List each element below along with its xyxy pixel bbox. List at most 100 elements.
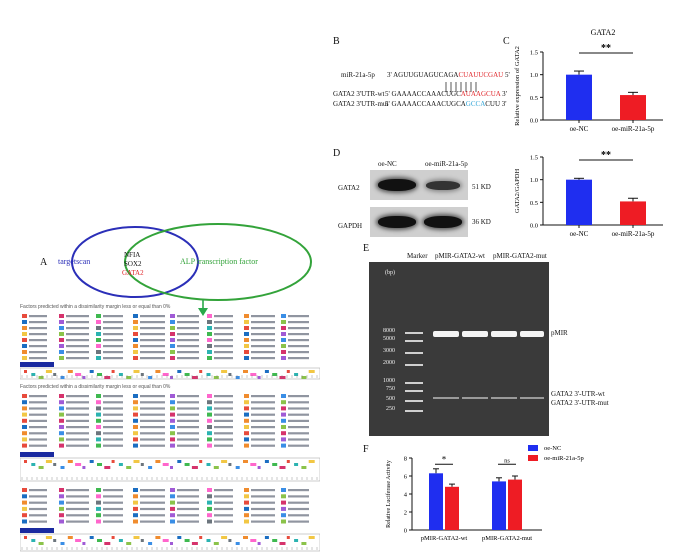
pmir-band (433, 331, 459, 337)
factor-swatch (133, 338, 138, 342)
factor-swatch (59, 314, 64, 318)
strip-segment (118, 539, 123, 542)
strip-segment (148, 376, 153, 379)
factor-swatch (207, 519, 212, 524)
factor-name-bar (103, 357, 123, 360)
factor-swatch (59, 519, 64, 524)
factor-swatch (59, 326, 64, 330)
factor-table-1 (22, 314, 309, 360)
factor-name-bar (140, 438, 165, 441)
factor-swatch (170, 320, 175, 324)
factor-swatch (133, 412, 138, 417)
strip-segment (38, 376, 44, 379)
factor-swatch (22, 338, 27, 342)
factor-swatch (59, 320, 64, 324)
factor-swatch (170, 394, 175, 398)
venn-left-label: targetscan (58, 257, 91, 266)
factor-swatch (133, 500, 138, 505)
mirna-seq-seed: CUAUUCGAU (458, 71, 504, 79)
bar (566, 179, 592, 225)
strip-segment (45, 536, 52, 539)
factor-name-bar (140, 489, 165, 492)
factor-name-bar (214, 345, 233, 348)
legend-label: oe-NC (544, 445, 561, 452)
factor-name-bar (177, 407, 199, 410)
factor-swatch (22, 356, 27, 360)
factor-name-bar (66, 333, 89, 336)
factor-name-bar (66, 413, 89, 416)
factor-name-bar (103, 401, 123, 404)
strip-segment (308, 536, 315, 539)
factor-name-bar (140, 419, 165, 422)
factor-name-bar (140, 501, 165, 504)
factor-name-bar (214, 489, 233, 492)
x-tick-label: oe-miR-21a-5p (612, 230, 655, 238)
factor-name-bar (140, 339, 165, 342)
band-label-wt: GATA2 3'-UTR-wt (551, 390, 605, 398)
factor-name-bar (66, 315, 89, 318)
factor-swatch (281, 356, 286, 360)
factor-swatch (22, 326, 27, 330)
factor-name-bar (214, 520, 233, 523)
strip-segment (140, 373, 144, 376)
strip-segment (272, 539, 278, 542)
strip-segment (279, 542, 286, 545)
factor-swatch (207, 488, 212, 492)
factor-name-bar (29, 407, 47, 410)
factor-swatch (281, 443, 286, 448)
factor-name-bar (29, 419, 47, 422)
factor-swatch (170, 314, 175, 318)
factor-name-bar (29, 401, 47, 404)
strip-segment (243, 370, 248, 373)
factor-swatch (244, 326, 249, 330)
factor-swatch (133, 443, 138, 448)
factor-swatch (281, 394, 286, 398)
utr-bands (433, 397, 544, 399)
factor-swatch (281, 320, 286, 324)
factor-swatch (22, 400, 27, 405)
factor-swatch (170, 406, 175, 411)
ladder-band (405, 410, 423, 412)
factor-swatch (244, 506, 249, 511)
factor-name-bar (29, 426, 47, 429)
factor-name-bar (29, 413, 47, 416)
pmir-band (462, 331, 488, 337)
factor-swatch (207, 344, 212, 348)
factor-name-bar (251, 426, 275, 429)
factor-swatch (244, 437, 249, 442)
factor-swatch (244, 519, 249, 524)
strip-segment (104, 466, 111, 469)
factor-swatch (133, 344, 138, 348)
factor-swatch (133, 506, 138, 511)
strip-segment (75, 539, 82, 542)
factor-name-bar (288, 351, 309, 354)
factor-name-bar (140, 357, 165, 360)
venn-right-label: ALP transcription factor (180, 257, 258, 266)
factor-swatch (207, 332, 212, 336)
base-pair-lines-svg (445, 82, 477, 92)
strip-segment (286, 460, 290, 463)
strip-segment (308, 460, 315, 463)
factor-name-bar (251, 401, 275, 404)
factor-name-bar (251, 419, 275, 422)
factor-swatch (96, 437, 101, 442)
strip-segment (286, 370, 290, 373)
strip-segment (272, 463, 278, 466)
factor-name-bar (66, 489, 89, 492)
factor-swatch (170, 500, 175, 505)
gel-lane-mut: pMIR-GATA2-mut (493, 252, 547, 260)
factor-swatch (244, 338, 249, 342)
strip-segment (97, 539, 102, 542)
factor-swatch (207, 406, 212, 411)
factor-name-bar (103, 501, 123, 504)
factor-swatch (133, 394, 138, 398)
factor-name-bar (288, 495, 309, 498)
factor-swatch (244, 500, 249, 505)
strip-segment (24, 460, 27, 463)
strip-segment (213, 542, 219, 545)
strip-segment (97, 373, 102, 376)
factor-name-bar (288, 407, 309, 410)
strip-segment (155, 460, 161, 463)
y-axis-label: GATA2/GAPDH (514, 169, 521, 214)
factor-name-bar (103, 495, 123, 498)
